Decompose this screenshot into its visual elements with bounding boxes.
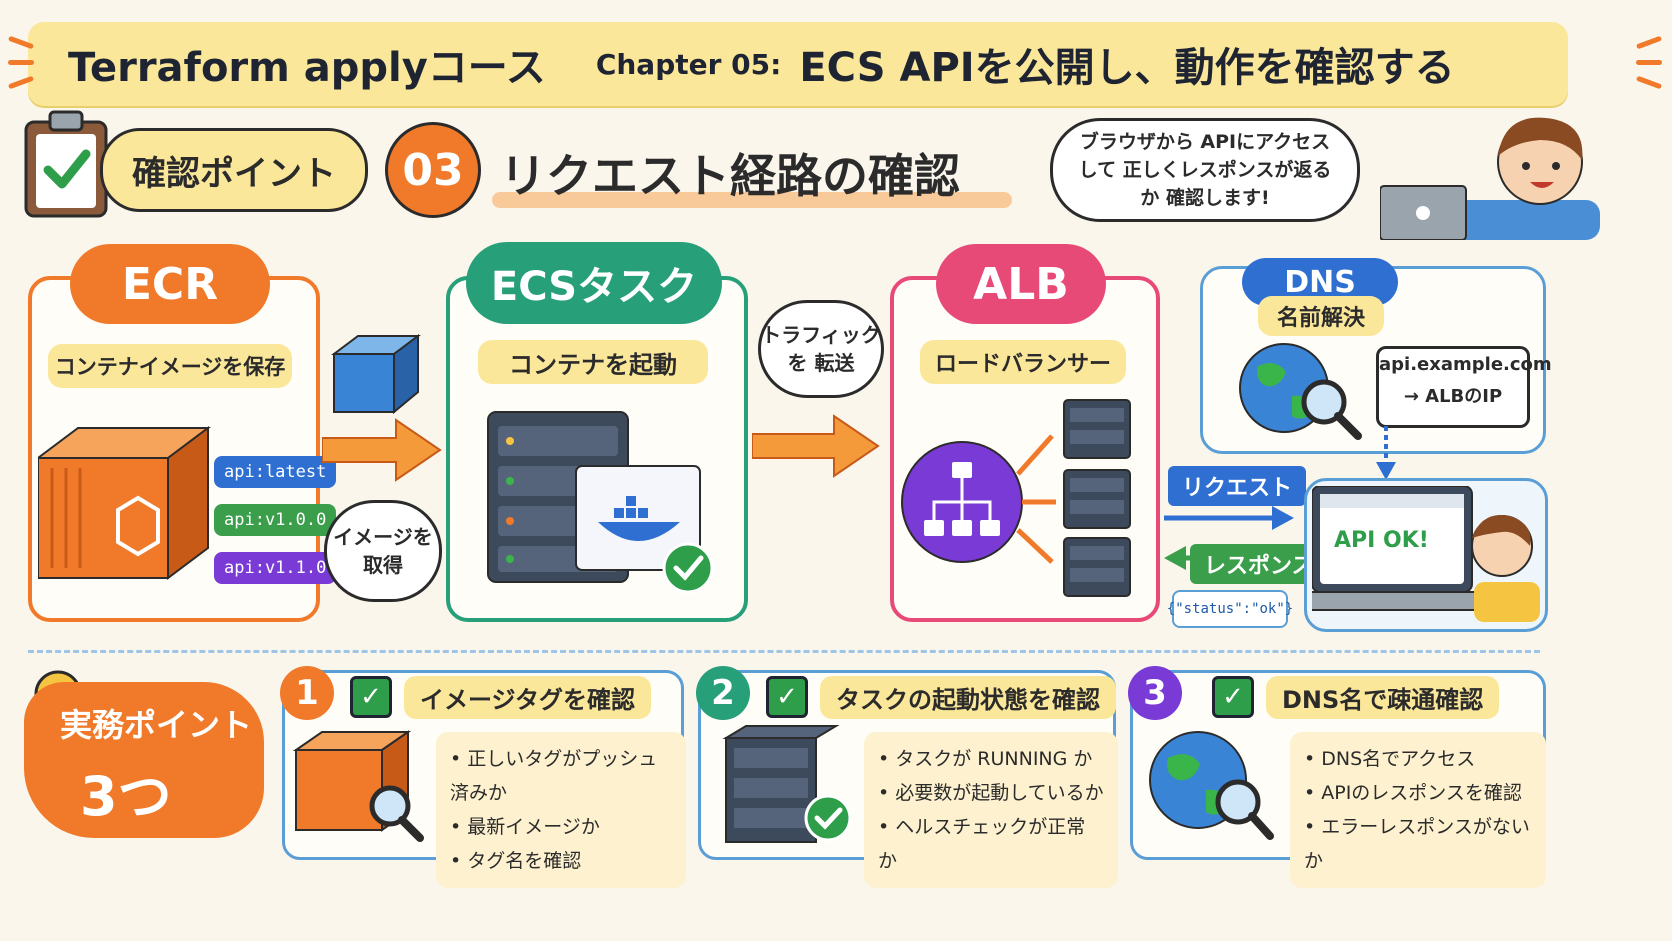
practice-number: 1 — [280, 666, 334, 720]
traffic-bubble: トラフィックを 転送 — [758, 300, 884, 398]
image-tag: api:v1.0.0 — [214, 504, 337, 536]
container-search-icon — [292, 730, 424, 842]
divider — [28, 650, 1540, 653]
list-item: APIのレスポンスを確認 — [1304, 776, 1532, 810]
request-arrow-icon — [1164, 506, 1294, 530]
flow-arrow-icon — [752, 414, 880, 478]
flow-arrow-icon — [322, 418, 442, 482]
practice-heading: DNS名で疎通確認 — [1266, 676, 1500, 719]
list-item: タスクが RUNNING か — [878, 742, 1104, 776]
clipboard-icon — [24, 110, 108, 218]
ecs-label: ECSタスク — [466, 242, 722, 324]
dns-resolved-ip: → ALBのIP — [1403, 386, 1503, 407]
list-item: 必要数が起動しているか — [878, 776, 1104, 810]
section-number: 03 — [385, 122, 481, 218]
globe-search-icon — [1239, 343, 1362, 440]
practice-list: DNS名でアクセス APIのレスポンスを確認 エラーレスポンスがないか — [1290, 732, 1546, 888]
spark-icon — [8, 60, 34, 65]
spark-icon — [1636, 60, 1662, 65]
pull-image-bubble: イメージを 取得 — [324, 500, 442, 602]
alb-label: ALB — [936, 244, 1106, 324]
list-item: DNS名でアクセス — [1304, 742, 1532, 776]
load-balancer-icon — [901, 399, 1131, 597]
checkbox-icon: ✓ — [1212, 676, 1254, 718]
dns-resolution-card: api.example.com → ALBのIP — [1376, 346, 1552, 428]
speech-bubble: ブラウザから APIにアクセスして 正しくレスポンスが返るか 確認します! — [1050, 118, 1360, 222]
server-check-icon — [722, 725, 852, 843]
practice-heading: タスクの起動状態を確認 — [820, 676, 1116, 719]
check-point-label: 確認ポイント — [100, 128, 368, 212]
api-ok-text: API OK! — [1334, 528, 1429, 553]
section-title: リクエスト経路の確認 — [500, 149, 960, 203]
ecr-label: ECR — [70, 244, 270, 324]
globe-search-icon — [1149, 731, 1274, 840]
laptop-icon — [1312, 486, 1540, 622]
list-item: 最新イメージか — [450, 810, 672, 844]
practice-title: 実務ポイント — [60, 706, 253, 744]
spark-icon — [1635, 75, 1663, 90]
request-label: リクエスト — [1168, 466, 1307, 506]
down-arrow-icon — [1376, 426, 1396, 480]
alb-description: ロードバランサー — [920, 340, 1126, 384]
ecs-description: コンテナを起動 — [478, 340, 708, 384]
title-highlight — [492, 192, 1012, 208]
list-item: 正しいタグがプッシュ済みか — [450, 742, 672, 810]
image-tag: api:latest — [214, 456, 337, 488]
list-item: エラーレスポンスがないか — [1304, 810, 1532, 878]
image-cube-icon — [331, 334, 421, 415]
practice-list: タスクが RUNNING か 必要数が起動しているか ヘルスチェックが正常か — [864, 732, 1118, 888]
checkbox-icon: ✓ — [766, 676, 808, 718]
page-title: ECS APIを公開し、動作を確認する — [799, 45, 1455, 91]
practice-number: 2 — [696, 666, 750, 720]
server-docker-icon — [487, 411, 714, 594]
container-icon — [38, 426, 211, 580]
dns-description: 名前解決 — [1258, 296, 1384, 336]
practice-heading: イメージタグを確認 — [404, 676, 652, 719]
response-body: {"status":"ok"} — [1167, 590, 1293, 628]
practice-badge — [24, 682, 264, 838]
course-title: Terraform applyコース — [68, 45, 546, 91]
practice-list: 正しいタグがプッシュ済みか 最新イメージか タグ名を確認 — [436, 732, 686, 888]
practice-number: 3 — [1128, 666, 1182, 720]
chapter-label: Chapter 05: — [595, 47, 782, 81]
image-tag: api:v1.1.0 — [214, 552, 337, 584]
developer-illustration — [1380, 117, 1600, 240]
list-item: ヘルスチェックが正常か — [878, 810, 1104, 878]
list-item: タグ名を確認 — [450, 844, 672, 878]
practice-count: 3つ — [80, 765, 172, 828]
dns-hostname: api.example.com — [1379, 354, 1552, 375]
ecr-description: コンテナイメージを保存 — [48, 344, 292, 388]
checkbox-icon: ✓ — [350, 676, 392, 718]
title-banner: Terraform applyコース Chapter 05: ECS APIを公… — [28, 22, 1568, 106]
spark-icon — [1635, 35, 1663, 50]
